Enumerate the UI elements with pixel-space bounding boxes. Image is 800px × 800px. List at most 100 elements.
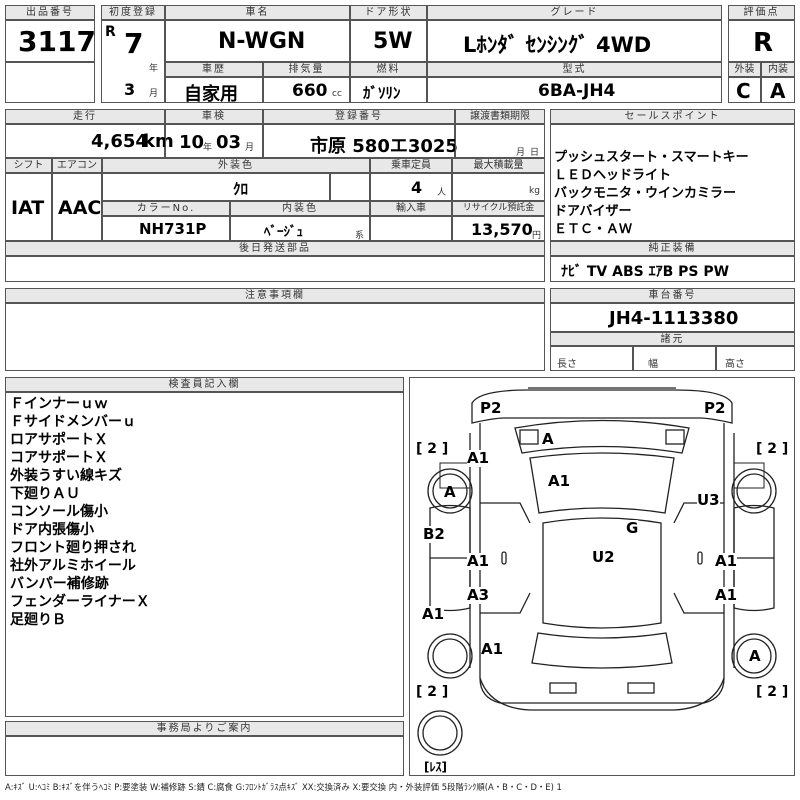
tire-rl: [ 2 ] [416,684,449,700]
lot-no-label: 出品番号 [5,5,95,20]
history: 自家用 [184,84,238,105]
fuel-label: 燃料 [350,62,427,77]
year-unit: 年 [149,64,159,74]
model-label: 型式 [427,62,722,77]
inspection-label: 車検 [165,109,263,124]
car-name-box: N-WGN [165,20,350,62]
recycle-box: 13,570 円 [452,216,545,241]
inspection-box: 10 年 03 月 [165,124,263,158]
inspector-note: Ｆインナーｕｗ [10,396,108,412]
max-load-box: kg [452,173,545,201]
inspector-note: 外装うすい線キズ [10,468,122,484]
aircon-label: エアコン [52,158,102,173]
equipment: ﾅﾋﾞ TV ABS ｴｱB PS PW [561,264,730,280]
mark-p2-right: P2 [704,399,726,417]
history-box: 自家用 [165,77,263,105]
import-box [370,216,452,241]
notes-box [5,303,545,371]
aircon: AAC [58,197,102,219]
import-label: 輸入車 [370,201,452,216]
capacity-box: 4 人 [370,173,452,201]
height-box: 高さ [716,346,795,371]
door-box: 5W [350,20,427,62]
mark-b2: B2 [423,525,445,543]
width-box: 幅 [633,346,716,371]
door-label: ドア形状 [350,5,427,20]
inspector-note: フェンダーライナーＸ [10,594,150,610]
inspector-note: ドア内張傷小 [10,522,94,538]
aircon-box: AAC [52,173,102,241]
max-load-label: 最大積載量 [452,158,545,173]
first-reg-year: 7 [124,27,144,60]
ext-color-label: 外装色 [102,158,370,173]
equipment-label: 純正装備 [550,241,795,256]
width-label: 幅 [648,359,658,370]
transfer-label: 譲渡書類期限 [455,109,545,124]
length-label: 長さ [557,359,577,370]
kg-unit: kg [529,186,540,196]
mark-a-fl-wheel: A [444,483,456,501]
later-parts-label: 後日発送部品 [5,241,545,256]
equipment-box: ﾅﾋﾞ TV ABS ｴｱB PS PW [550,256,795,282]
lot-no-blank [5,62,95,103]
shift-box: IAT [5,173,52,241]
inspector-note: ロアサポートＸ [10,432,108,448]
color-no-box: NH731P [102,216,230,241]
exterior-box: C [728,77,761,103]
inspector-note: 下廻りＡＵ [10,486,80,502]
inspector-box: Ｆインナーｕｗ Ｆサイドメンバーｕ ロアサポートＸ コアサポートＸ 外装うすい線… [5,392,404,717]
color-no-label: カラーNo. [102,201,230,216]
shift-label: シフト [5,158,52,173]
car-outline [417,387,777,756]
cc-unit: cc [332,89,342,99]
tire-fl: [ 2 ] [416,441,449,457]
tire-spare: [ﾚｽ] [424,760,447,774]
grade: Lﾎﾝﾀﾞ ｾﾝｼﾝｸﾞ 4WD [463,33,652,57]
km-unit: km [143,131,174,152]
inspector-label: 検査員記入欄 [5,377,404,392]
capacity-unit: 人 [437,188,447,198]
recycle-fee: 13,570 [471,220,533,239]
ext-color-box: ｸﾛ [102,173,330,201]
mark-a1-fl-fender: A1 [467,449,490,467]
score-box: R [728,20,795,62]
specs-label: 諸元 [550,332,795,346]
sales-point: ドアバイザー [554,204,632,219]
lot-no: 3117 [18,25,96,58]
transfer-box: 月 日 [455,124,545,158]
mark-a1-fr-door: A1 [715,552,738,570]
mark-u3: U3 [697,491,720,509]
exterior-grade: C [736,79,751,103]
mark-a-rr-wheel: A [749,647,761,665]
length-box: 長さ [550,346,633,371]
inspector-note: フロント廻り押され [10,540,136,556]
transfer-day-unit: 日 [530,148,540,158]
color-no: NH731P [139,220,207,238]
score-label: 評価点 [728,5,795,20]
height-label: 高さ [725,359,745,370]
mark-a1-rl-fender: A1 [481,640,504,658]
capacity: 4 [411,178,423,197]
inspection-month-unit: 月 [245,143,255,153]
shift: IAT [11,197,45,219]
chassis-box: JH4-1113380 [550,303,795,332]
ext-color: ｸﾛ [233,180,249,198]
mark-a1-rr-door: A1 [715,586,738,604]
displacement-label: 排気量 [263,62,350,77]
chassis-label: 車台番号 [550,288,795,303]
mark-u2: U2 [592,548,615,566]
model-box: 6BA-JH4 [427,77,722,103]
door-type: 5W [373,29,413,54]
mark-p2-left: P2 [480,399,502,417]
car-name-label: 車名 [165,5,350,20]
grade-box: Lﾎﾝﾀﾞ ｾﾝｼﾝｸﾞ 4WD [427,20,722,62]
chassis-number: JH4-1113380 [609,308,739,329]
plate-label: 登録番号 [263,109,455,124]
first-reg-label: 初度登録 [101,5,165,20]
recycle-label: リサイクル預託金 [452,201,545,216]
first-reg-month: 3 [124,80,136,99]
capacity-label: 乗車定員 [370,158,452,173]
grade-label: グレード [427,5,722,20]
inspector-note: コンソール傷小 [10,504,108,520]
history-label: 車歴 [165,62,263,77]
